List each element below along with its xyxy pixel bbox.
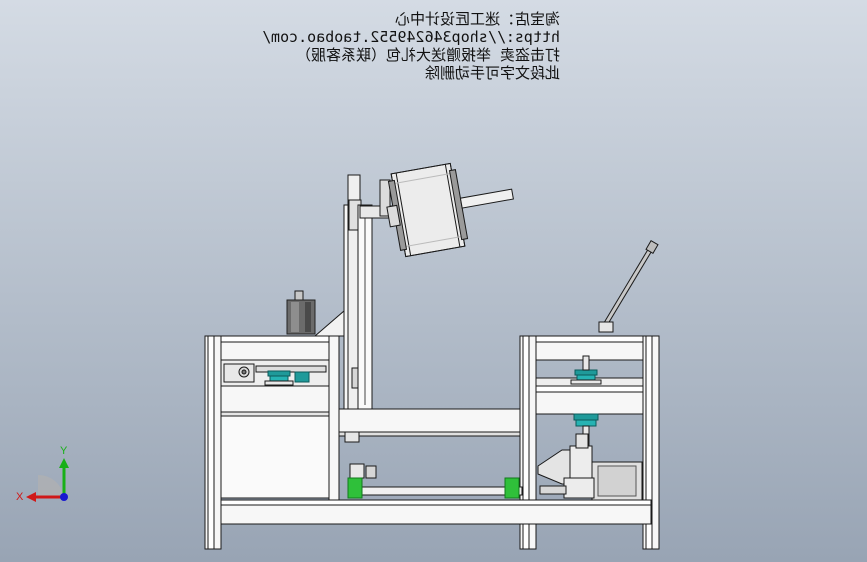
left-bearing [264,370,310,386]
x-axis-label: X [16,491,24,503]
lower-shaft [347,463,523,499]
left-table-inner-post [328,335,340,501]
left-cabinet [220,411,330,499]
small-motor [286,290,316,335]
gear-motor [537,433,643,501]
z-axis-dot [60,493,68,501]
right-table [519,335,660,550]
drum-assembly [359,162,514,258]
center-crossbar [338,408,524,433]
right-bearing-upper [570,355,602,385]
drum-shaft [459,188,514,209]
y-axis-label: Y [60,445,68,457]
center-column [313,174,524,443]
bottom-frame [220,499,652,525]
left-table-middle-bar [220,385,332,413]
coordinate-triad: Y X [16,445,69,503]
handle-lever [598,239,659,333]
